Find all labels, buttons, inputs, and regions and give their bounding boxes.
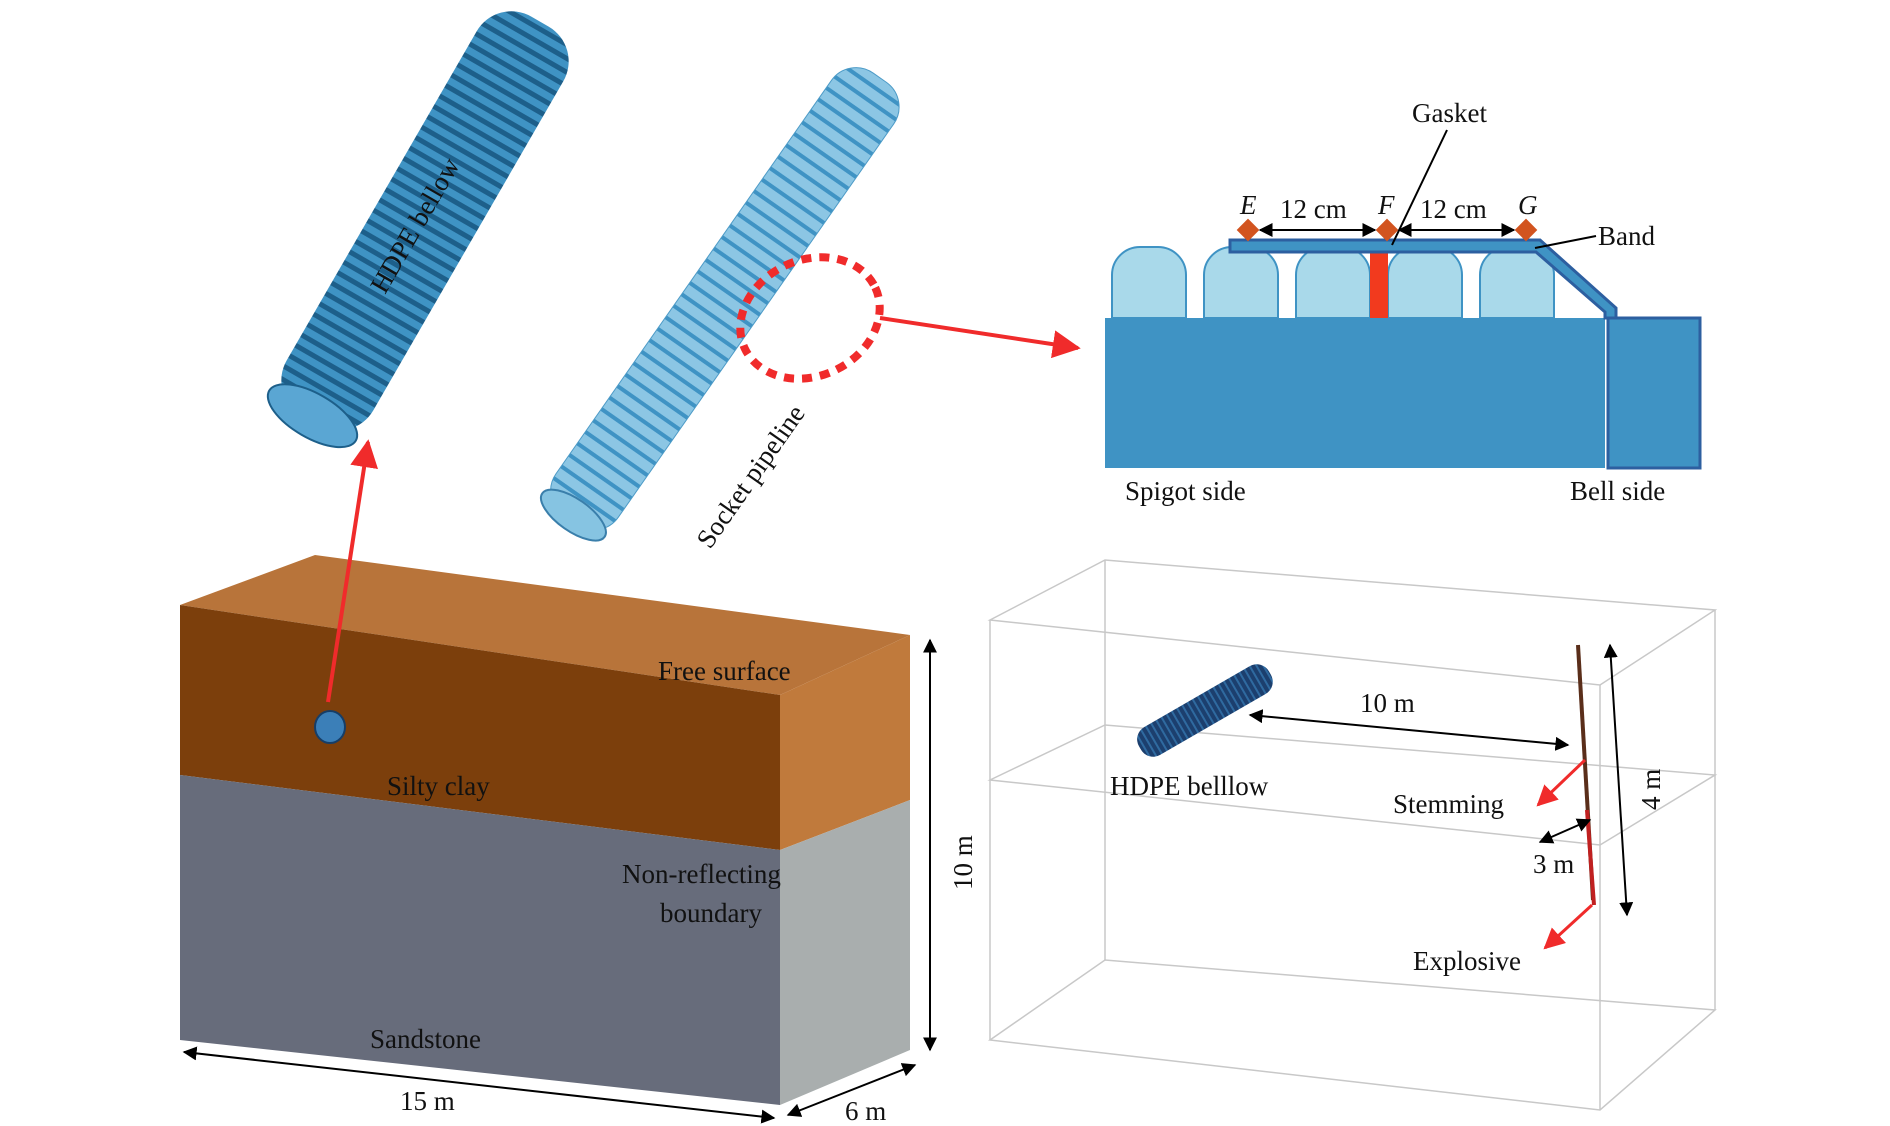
dim-charge-label: 4 m bbox=[1636, 769, 1666, 810]
corrugation-2 bbox=[1203, 246, 1279, 319]
sandstone-side-face bbox=[780, 800, 910, 1105]
socket-pipeline-body bbox=[550, 67, 900, 531]
dim-depth-label: 3 m bbox=[1533, 849, 1574, 879]
dim-width-label: 6 m bbox=[845, 1096, 886, 1126]
spigot-side-label: Spigot side bbox=[1125, 476, 1246, 506]
joint-cross-section: E F G 12 cm 12 cm Gasket Band Spigot sid… bbox=[1105, 98, 1702, 506]
point-e-marker bbox=[1236, 218, 1260, 242]
dim-ef-label: 12 cm bbox=[1280, 194, 1347, 224]
silty-clay-label: Silty clay bbox=[387, 771, 490, 801]
wireframe-bottom bbox=[987, 959, 1717, 1111]
corrugations bbox=[1111, 246, 1555, 319]
wireframe-model bbox=[987, 559, 1718, 1111]
buried-pipe-body bbox=[1137, 664, 1273, 757]
socket-pipeline-label: Socket pipeline bbox=[690, 399, 810, 553]
spigot-body bbox=[1105, 318, 1605, 468]
dim-depth-line bbox=[1538, 818, 1592, 844]
point-g-label: G bbox=[1518, 190, 1538, 220]
gasket-label: Gasket bbox=[1412, 98, 1487, 128]
free-surface-label: Free surface bbox=[658, 656, 791, 686]
band-leader bbox=[1534, 235, 1597, 249]
dim-length-line bbox=[182, 1046, 776, 1124]
explosive-arrow bbox=[1543, 903, 1594, 950]
point-e-label: E bbox=[1239, 190, 1257, 220]
dim-length-label: 15 m bbox=[400, 1086, 455, 1116]
band-label: Band bbox=[1598, 221, 1655, 251]
dim-height-label: 10 m bbox=[948, 835, 978, 890]
sandstone-front-face bbox=[180, 775, 780, 1105]
sandstone-label: Sandstone bbox=[370, 1024, 481, 1054]
joint-callout-arrow bbox=[879, 316, 1081, 359]
clay-top-face bbox=[180, 555, 910, 695]
clay-front-face bbox=[180, 605, 780, 850]
dim-width-line bbox=[786, 1063, 917, 1117]
pipe-cross-section bbox=[314, 710, 346, 744]
gasket-shape bbox=[1370, 252, 1388, 318]
soil-block: Free surface Silty clay Non-reflecting b… bbox=[180, 439, 978, 1126]
buried-pipe bbox=[1137, 664, 1273, 757]
stemming-arrow bbox=[1536, 758, 1587, 807]
dim-distance-label: 10 m bbox=[1360, 688, 1415, 718]
wireframe-top bbox=[987, 559, 1718, 686]
dim-distance-line bbox=[1248, 709, 1570, 751]
clay-side-face bbox=[780, 635, 910, 850]
corrugation-1 bbox=[1111, 246, 1187, 319]
corrugation-4 bbox=[1387, 246, 1463, 319]
non-reflecting-label-line2: boundary bbox=[660, 898, 762, 928]
socket-pipeline bbox=[539, 67, 900, 542]
non-reflecting-label-line1: Non-reflecting bbox=[622, 859, 781, 889]
explosive-label: Explosive bbox=[1413, 946, 1521, 976]
hdpe-belllow-label: HDPE belllow bbox=[1110, 771, 1269, 801]
gasket-leader bbox=[1391, 129, 1448, 246]
stemming-label: Stemming bbox=[1393, 789, 1504, 819]
corrugation-3 bbox=[1295, 246, 1371, 319]
band-shape bbox=[1228, 238, 1618, 320]
wireframe-layer-interface bbox=[987, 724, 1718, 846]
dim-fg-label: 12 cm bbox=[1420, 194, 1487, 224]
hdpe-bellow-body bbox=[281, 11, 569, 431]
socket-pipeline-end-face bbox=[539, 488, 607, 542]
bell-body bbox=[1606, 316, 1702, 470]
dim-charge-line bbox=[1603, 643, 1634, 917]
pipe-callout-arrow bbox=[326, 439, 379, 703]
point-f-label: F bbox=[1377, 190, 1395, 220]
point-g-marker bbox=[1514, 218, 1538, 242]
bell-side-label: Bell side bbox=[1570, 476, 1665, 506]
